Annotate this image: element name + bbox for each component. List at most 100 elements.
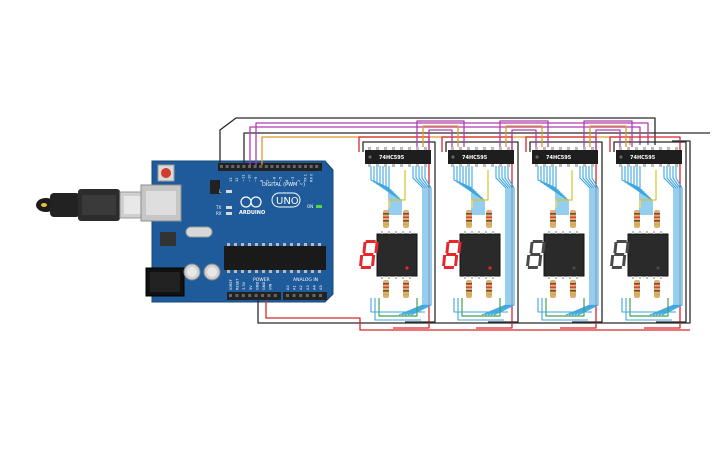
wire[interactable] (255, 122, 649, 165)
resistor[interactable] (634, 280, 640, 298)
resistor[interactable] (654, 210, 660, 228)
wire[interactable] (428, 129, 453, 150)
resistor[interactable] (486, 210, 492, 228)
resistor[interactable] (383, 280, 389, 298)
wire[interactable] (583, 120, 633, 147)
wire[interactable] (407, 166, 430, 316)
wire[interactable] (537, 298, 592, 313)
header-pin[interactable] (315, 165, 319, 168)
header-pin[interactable] (287, 165, 291, 168)
wire[interactable] (571, 166, 595, 316)
resistor[interactable] (383, 210, 389, 228)
resistor[interactable] (570, 210, 576, 228)
resistor[interactable] (634, 210, 640, 228)
wire[interactable] (625, 298, 672, 321)
shift-register-chip[interactable]: 74HC595 (616, 147, 682, 167)
wire[interactable] (555, 166, 569, 215)
shift-register-chip[interactable]: 74HC595 (448, 147, 514, 167)
wire[interactable] (416, 120, 465, 147)
wire[interactable] (621, 298, 676, 313)
header-pin[interactable] (270, 165, 274, 168)
resistor[interactable] (570, 280, 576, 298)
wire[interactable] (574, 166, 597, 316)
header-pin[interactable] (253, 165, 257, 168)
wire[interactable] (639, 170, 657, 208)
resistor[interactable] (654, 280, 660, 298)
header-pin[interactable] (292, 294, 296, 297)
shift-register-chip[interactable]: 74HC595 (532, 147, 598, 167)
header-pin[interactable] (312, 294, 316, 297)
wire[interactable] (404, 166, 428, 316)
header-pin[interactable] (267, 294, 271, 297)
header-pin[interactable] (319, 294, 322, 297)
resistor[interactable] (466, 210, 472, 228)
header-pin[interactable] (276, 165, 279, 168)
header-pin[interactable] (241, 294, 245, 297)
wire[interactable] (374, 298, 421, 321)
wire[interactable] (481, 166, 507, 316)
header-pin[interactable] (236, 165, 240, 168)
wire[interactable] (565, 166, 591, 316)
resistor[interactable] (550, 280, 556, 298)
wire[interactable] (362, 141, 436, 323)
wire[interactable] (219, 117, 656, 165)
header-pin[interactable] (286, 294, 289, 297)
wire[interactable] (639, 166, 653, 215)
wire[interactable] (493, 166, 515, 316)
header-pin[interactable] (229, 294, 232, 297)
wire[interactable] (471, 166, 485, 215)
header-pin[interactable] (264, 165, 268, 168)
wire[interactable] (609, 136, 681, 329)
header-pin[interactable] (298, 165, 302, 168)
wire[interactable] (490, 166, 513, 316)
header-pin[interactable] (309, 165, 313, 168)
resistor[interactable] (403, 280, 409, 298)
wire[interactable] (471, 170, 489, 208)
wire[interactable] (613, 141, 687, 323)
header-pin[interactable] (231, 165, 235, 168)
wire[interactable] (388, 166, 402, 215)
wire[interactable] (511, 129, 537, 150)
header-pin[interactable] (254, 294, 258, 297)
header-pin[interactable] (281, 165, 285, 168)
wire[interactable] (459, 166, 477, 215)
header-pin[interactable] (305, 294, 309, 297)
wire[interactable] (461, 298, 501, 317)
shift-register-chip[interactable]: 74HC595 (365, 147, 431, 167)
resistor[interactable] (486, 280, 492, 298)
wire[interactable] (655, 166, 679, 316)
header-pin[interactable] (248, 294, 252, 297)
wire[interactable] (249, 126, 641, 165)
wire[interactable] (388, 170, 406, 208)
wire[interactable] (595, 129, 621, 150)
header-pin[interactable] (299, 294, 303, 297)
wire[interactable] (658, 166, 681, 316)
header-pin[interactable] (273, 294, 277, 297)
wire[interactable] (453, 298, 508, 313)
resistor[interactable] (403, 210, 409, 228)
wire[interactable] (541, 298, 588, 321)
wire[interactable] (410, 166, 432, 316)
header-pin[interactable] (259, 165, 263, 168)
wire[interactable] (378, 298, 418, 317)
wire[interactable] (499, 120, 549, 147)
wire[interactable] (577, 166, 599, 316)
wire[interactable] (543, 166, 561, 215)
header-pin[interactable] (242, 165, 246, 168)
header-pin[interactable] (248, 165, 251, 168)
header-pin[interactable] (225, 165, 229, 168)
header-pin[interactable] (261, 294, 264, 297)
wire[interactable] (529, 141, 603, 323)
wire[interactable] (487, 166, 511, 316)
wire[interactable] (505, 125, 543, 147)
wire[interactable] (257, 140, 691, 324)
resistor[interactable] (466, 280, 472, 298)
wire[interactable] (370, 298, 425, 313)
wire[interactable] (555, 170, 573, 208)
wire[interactable] (243, 132, 710, 165)
wire[interactable] (589, 125, 627, 147)
wire[interactable] (661, 166, 683, 316)
header-pin[interactable] (235, 294, 239, 297)
wire[interactable] (457, 298, 504, 321)
header-pin[interactable] (220, 165, 223, 168)
